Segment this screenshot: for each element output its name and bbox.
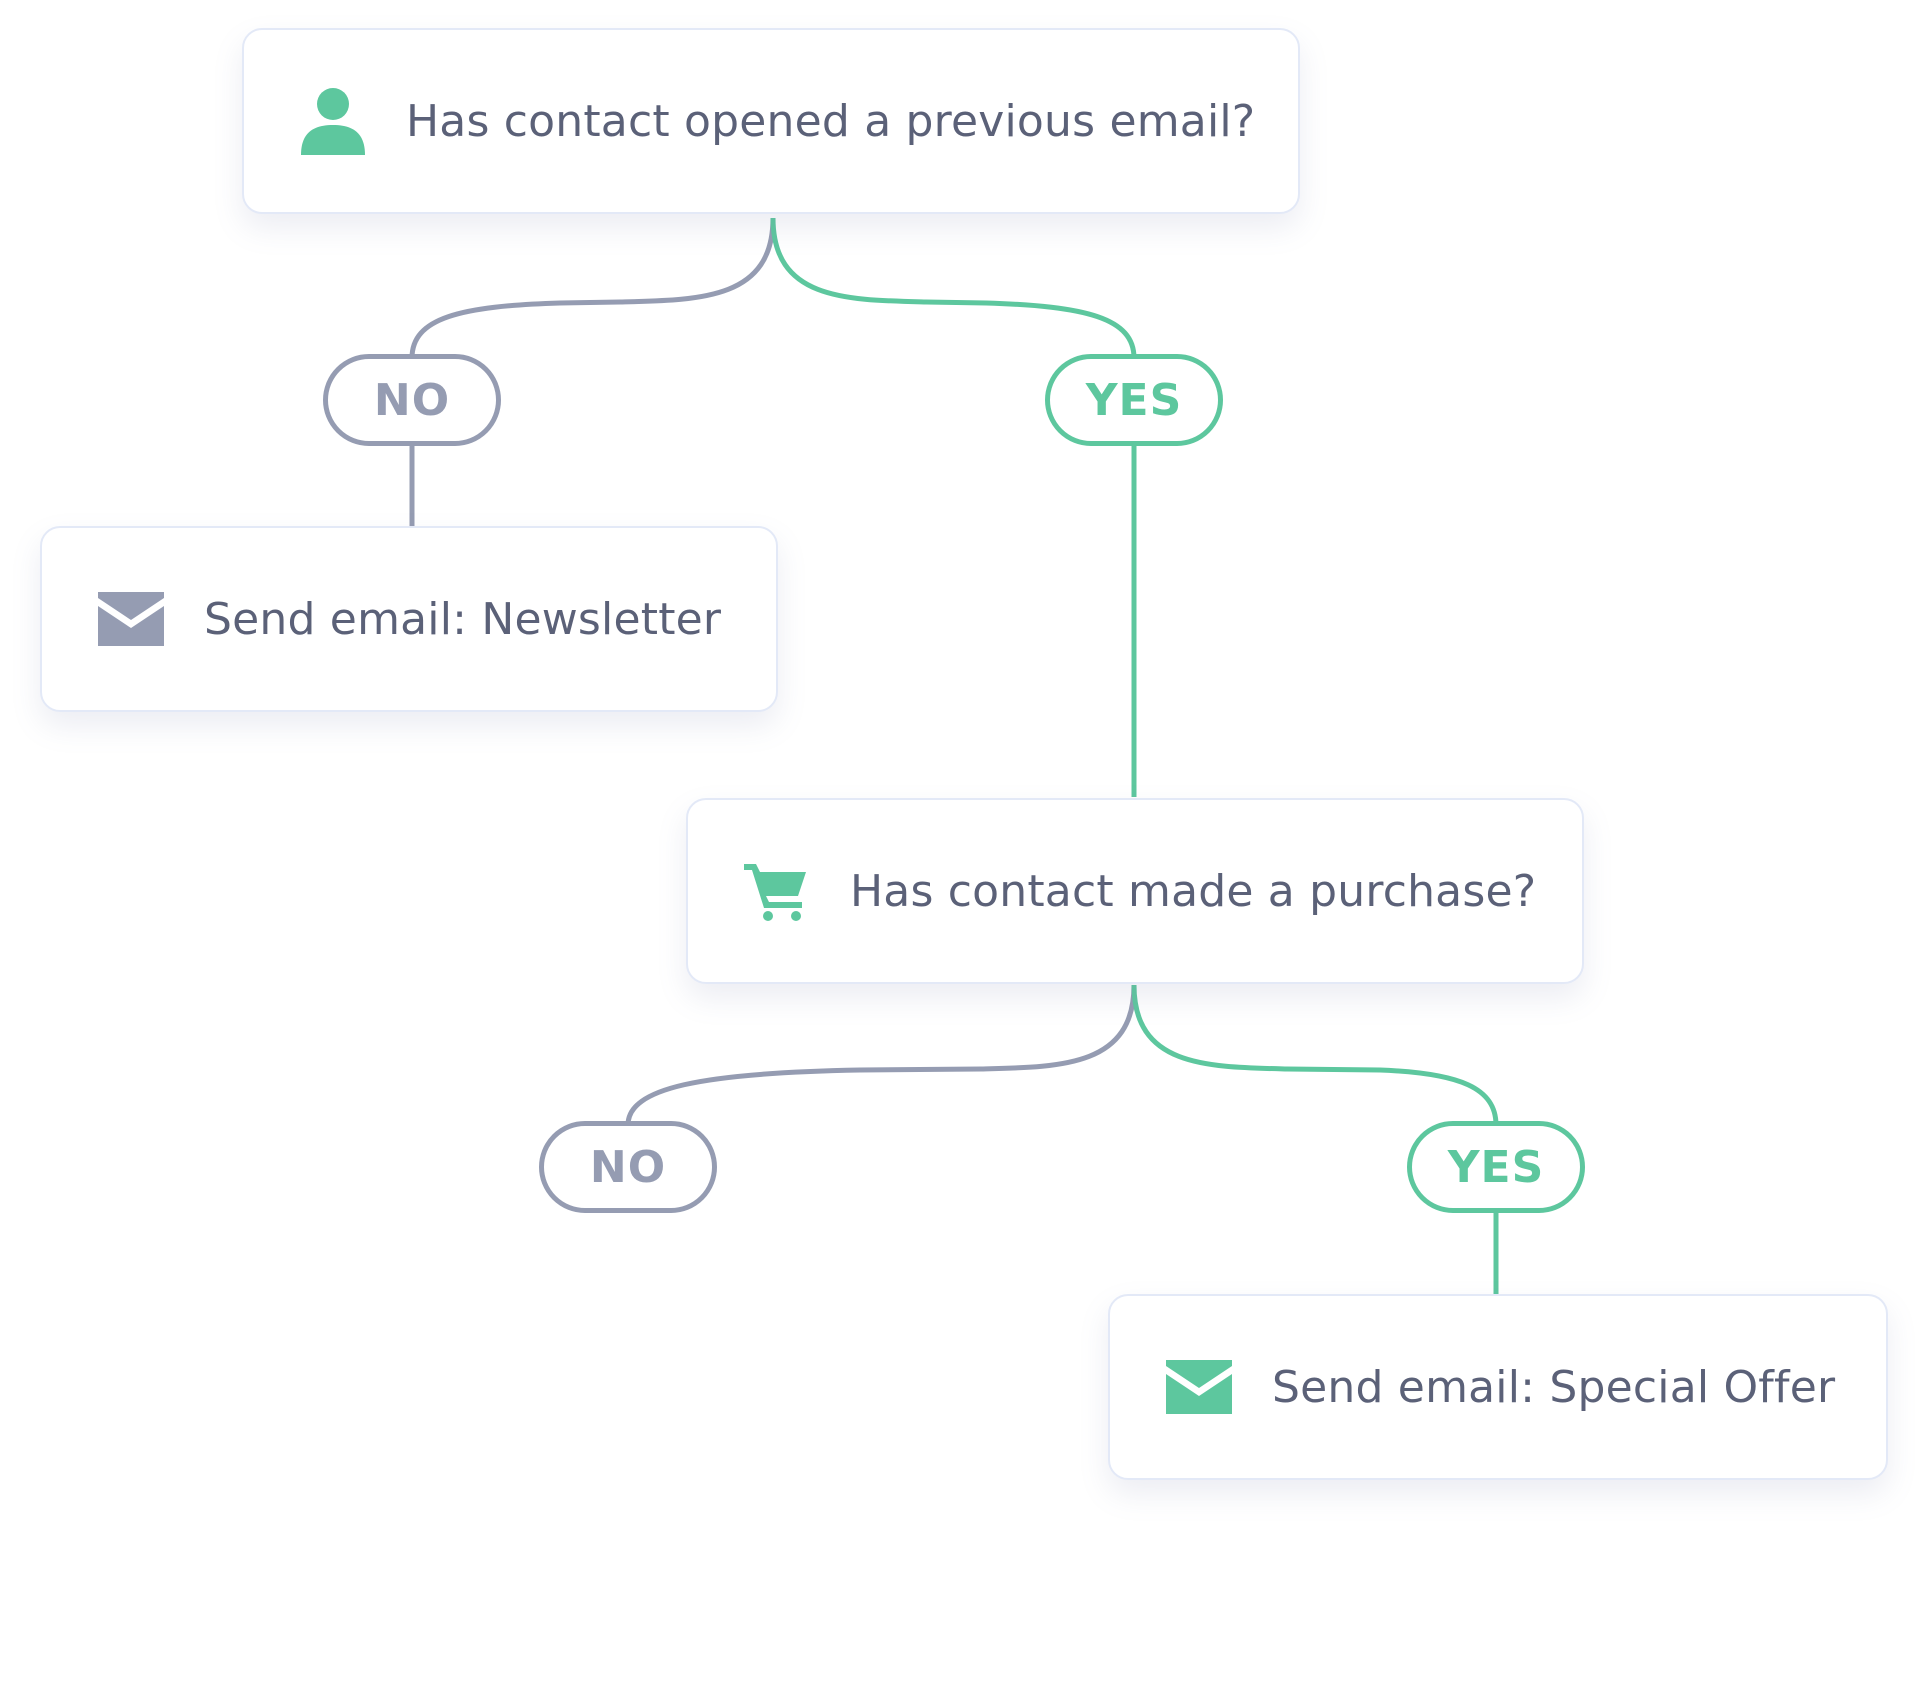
envelope-icon xyxy=(1166,1360,1232,1414)
branch-yes-pill[interactable]: YES xyxy=(1407,1121,1585,1213)
condition-node-made-purchase[interactable]: Has contact made a purchase? xyxy=(686,798,1584,984)
branch-yes-pill[interactable]: YES xyxy=(1045,354,1223,446)
shopping-cart-icon xyxy=(744,860,810,922)
person-icon xyxy=(300,87,366,155)
envelope-icon xyxy=(98,592,164,646)
condition-node-opened-email[interactable]: Has contact opened a previous email? xyxy=(242,28,1300,214)
branch-no-pill[interactable]: NO xyxy=(539,1121,717,1213)
connector-q1-no xyxy=(409,217,776,359)
node-label: Has contact opened a previous email? xyxy=(406,95,1256,147)
branch-no-pill[interactable]: NO xyxy=(323,354,501,446)
connector-q2-yes xyxy=(1131,984,1499,1126)
action-node-send-special-offer[interactable]: Send email: Special Offer xyxy=(1108,1294,1888,1480)
connector-q1-yes xyxy=(770,217,1137,359)
node-label: Send email: Special Offer xyxy=(1272,1361,1836,1413)
node-label: Has contact made a purchase? xyxy=(850,865,1537,917)
connector-q2-no xyxy=(625,984,1137,1126)
node-label: Send email: Newsletter xyxy=(204,593,722,645)
action-node-send-newsletter[interactable]: Send email: Newsletter xyxy=(40,526,778,712)
